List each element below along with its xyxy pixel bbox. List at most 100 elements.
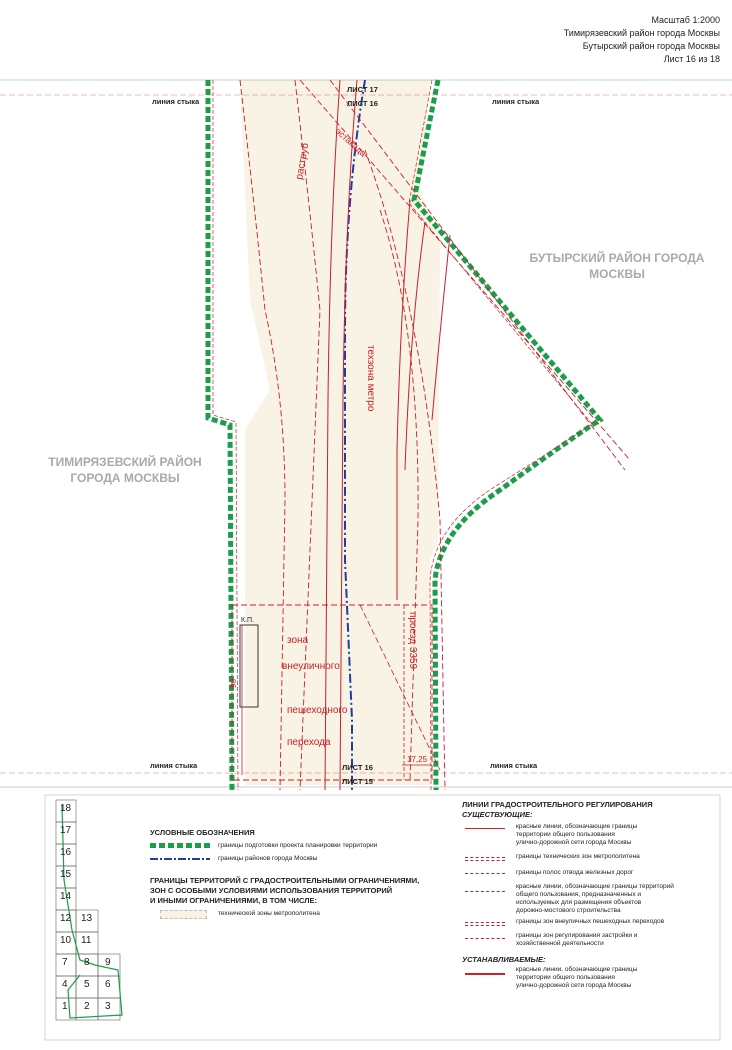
dash-line-6	[379, 209, 419, 781]
district-right-line1: БУТЫРСКИЙ РАЙОН ГОРОДА	[530, 250, 705, 265]
legend-st1-line1: красные линии, обозначающие границы	[516, 966, 638, 973]
sheet-index-trace	[61, 804, 123, 1019]
legend-ex2: границы технических зон метрополитена	[516, 853, 640, 860]
legend-item-planning: границы подготовки проекта планировки те…	[218, 842, 378, 849]
sheet-index-10: 10	[60, 935, 72, 946]
stitch-label-bottom-left: линия стыка	[150, 761, 198, 770]
legend-st1-line3: улично-дорожной сети города Москвы	[516, 982, 632, 989]
legend-frame	[44, 794, 721, 1041]
district-boundary-line	[344, 79, 366, 790]
sheet-index-8: 8	[84, 957, 90, 968]
sheet-index-12: 12	[60, 913, 72, 924]
dash-line-3	[299, 79, 631, 461]
legend-ex5: границы зон внеуличных пешеходных перехо…	[516, 918, 665, 925]
legend-ex1-line1: красные линии, обозначающие границы	[516, 823, 638, 830]
sheet-index-17: 17	[60, 825, 72, 836]
planning-boundary-right	[411, 79, 604, 791]
district-left-line1: ТИМИРЯЗЕВСКИЙ РАЙОН	[48, 454, 201, 469]
scale-text: Масштаб 1:2000	[651, 15, 720, 25]
legend-subtitle-2: ЗОН С ОСОБЫМИ УСЛОВИЯМИ ИСПОЛЬЗОВАНИЯ ТЕ…	[150, 886, 393, 895]
stitch-label-bottom-right: линия стыка	[490, 761, 538, 770]
legend-st1-line2: территории общего пользования	[516, 974, 615, 981]
red-line-5	[431, 234, 451, 421]
tech-zone-dashed-lines	[239, 79, 631, 791]
sheet-16-label-bottom: ЛИСТ 16	[342, 763, 373, 772]
sheet-index-3: 3	[105, 1001, 111, 1012]
legend-swatch-ex2	[465, 857, 505, 861]
sheet-index-9: 9	[105, 957, 111, 968]
legend-ex4-line3: используемых для размещения объектов	[516, 899, 642, 906]
title-block: Масштаб 1:2000 Тимирязевский район город…	[564, 14, 720, 66]
sheet-index-15: 15	[60, 869, 72, 880]
red-line-3	[396, 199, 411, 600]
planning-boundary-left	[205, 80, 235, 791]
legend-swatch-tech	[160, 910, 207, 919]
sheet-index-18: 18	[60, 803, 72, 814]
label-proezd: проезд 3359	[407, 612, 418, 670]
district-2-text: Бутырский район города Москвы	[582, 41, 720, 51]
planning-boundary-right-inner	[408, 79, 593, 791]
legend-established: УСТАНАВЛИВАЕМЫЕ:	[462, 955, 546, 964]
legend-swatch-st1	[465, 973, 505, 975]
legend-title: УСЛОВНЫЕ ОБОЗНАЧЕНИЯ	[150, 828, 255, 837]
sheet-16-label-top: ЛИСТ 16	[347, 99, 378, 108]
dash-line-4	[329, 79, 626, 471]
sheet-index-5: 5	[84, 979, 90, 990]
red-line-4	[404, 221, 426, 471]
sheet-index-1: 1	[62, 1001, 68, 1012]
stitch-label-top-left: линия стыка	[152, 97, 200, 106]
legend-ex1-line2: территории общего пользования	[516, 831, 615, 838]
legend-swatch-ex3	[465, 873, 505, 876]
legend-lines-title: ЛИНИИ ГРАДОСТРОИТЕЛЬНОГО РЕГУЛИРОВАНИЯ	[462, 800, 653, 809]
sheet-number-text: Лист 16 из 18	[663, 54, 720, 64]
label-zona-1: зона	[287, 635, 309, 646]
legend-swatch-ex6	[465, 938, 505, 941]
legend-swatch-districts	[150, 858, 210, 860]
legend-swatch-planning	[150, 843, 210, 848]
sheet-index-2: 2	[84, 1001, 90, 1012]
label-zona-3: пешеходного	[287, 705, 348, 716]
sheet-index-14: 14	[60, 891, 72, 902]
label-zona-4: перехода	[287, 737, 331, 748]
dash-line-5	[364, 149, 446, 791]
district-right-line2: МОСКВЫ	[589, 267, 645, 281]
pedestrian-crossing-zone	[231, 604, 433, 781]
sheet-index-16: 16	[60, 847, 72, 858]
label-tekhzona: техзона метро	[365, 345, 376, 412]
legend-ex4-line4: дорожно-мостового строительства	[516, 907, 621, 914]
legend-ex4-line1: красные линии, обозначающие границы терр…	[516, 883, 674, 890]
legend-ex6-line2: хозяйственной деятельности	[516, 940, 604, 947]
legend-swatch-ex4	[465, 891, 505, 894]
sheet-index-13: 13	[81, 913, 93, 924]
label-96: 96	[229, 679, 238, 688]
sheet-index-4: 4	[62, 979, 68, 990]
district-left-line2: ГОРОДА МОСКВЫ	[70, 471, 179, 485]
stitch-label-top-right: линия стыка	[492, 97, 540, 106]
pedestrian-zone-diagonal	[359, 604, 441, 771]
legend-swatch-ex5	[465, 922, 505, 926]
legend-subtitle-3: И ИНЫМИ ОГРАНИЧЕНИЯМИ, В ТОМ ЧИСЛЕ:	[150, 896, 317, 905]
legend-ex1-line3: улично-дорожной сети города Москвы	[516, 839, 632, 846]
sheet-index-6: 6	[105, 979, 111, 990]
red-lines	[324, 79, 451, 791]
label-1725: 17,25	[407, 755, 428, 764]
sheet-index-7: 7	[62, 957, 68, 968]
legend-item-districts: границы районов города Москвы	[218, 855, 318, 862]
sheet-index-11: 11	[81, 935, 92, 946]
legend-ex3: границы полос отвода железных дорог	[516, 869, 634, 876]
legend-swatch-ex1	[465, 828, 505, 829]
red-line-1	[324, 79, 341, 791]
label-kp: К.П.	[241, 617, 254, 624]
dash-line-1	[239, 79, 286, 791]
legend-ex6-line1: границы зон регулирования застройки и	[516, 932, 638, 939]
legend-existing: СУЩЕСТВУЮЩИЕ:	[462, 810, 533, 819]
legend-subtitle-1: ГРАНИЦЫ ТЕРРИТОРИЙ С ГРАДОСТРОИТЕЛЬНЫМИ …	[150, 876, 420, 885]
planning-boundary-left-inner	[212, 80, 239, 791]
kp-rectangle	[239, 624, 259, 708]
dash-line-2	[294, 79, 321, 791]
legend-ex4-line2: общего пользования, предназначенных и	[516, 891, 642, 898]
district-1-text: Тимирязевский район города Москвы	[563, 28, 720, 38]
sheet-15-label: ЛИСТ 15	[342, 777, 373, 786]
red-line-2	[339, 79, 358, 791]
